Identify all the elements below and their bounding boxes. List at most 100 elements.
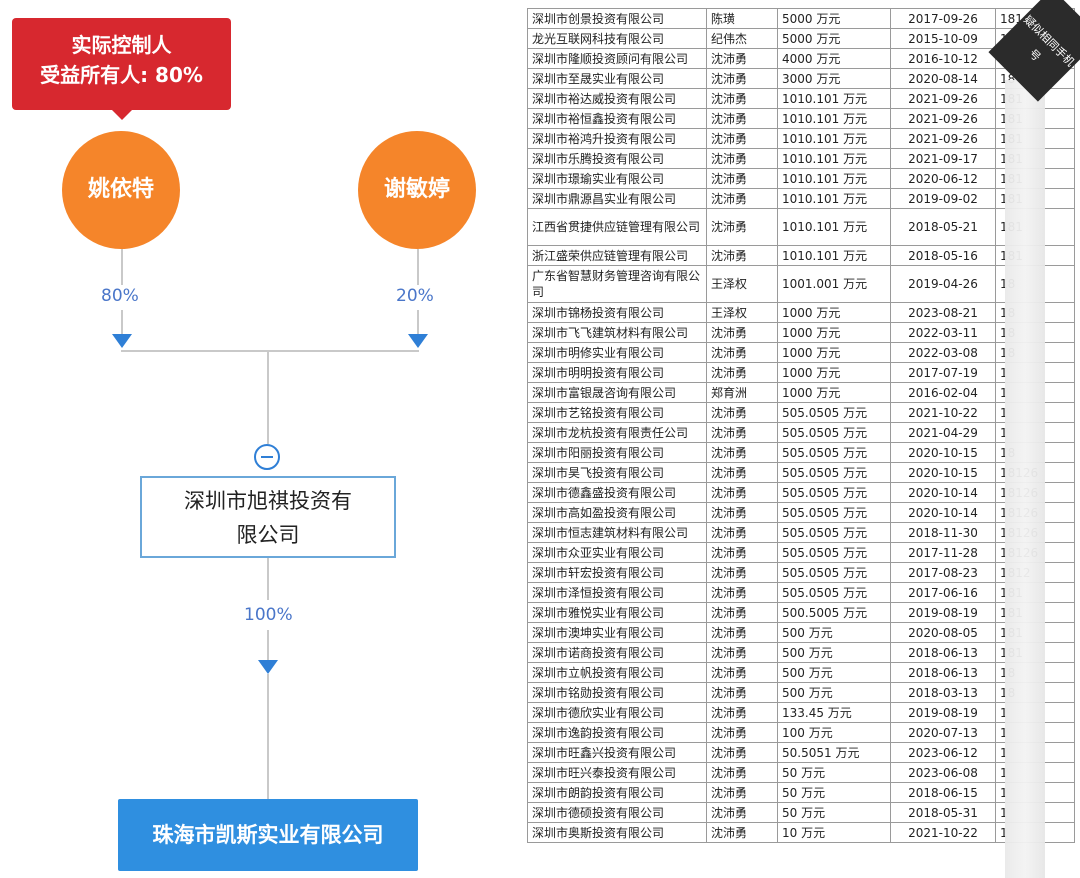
legal-rep-cell: 沈沛勇 [706,245,778,266]
company-name-cell: 龙光互联网科技有限公司 [527,28,707,49]
shareholder-node-1[interactable]: 姚依特 [62,131,180,249]
company-name-cell: 深圳市至晟实业有限公司 [527,68,707,89]
date-cell: 2020-08-05 [890,622,996,643]
controller-tag-title: 实际控制人 [71,33,172,57]
legal-rep-cell: 沈沛勇 [706,502,778,523]
date-cell: 2018-06-15 [890,782,996,803]
capital-cell: 1010.101 万元 [777,168,891,189]
legal-rep-cell: 沈沛勇 [706,762,778,783]
legal-rep-cell: 沈沛勇 [706,582,778,603]
date-cell: 2021-04-29 [890,422,996,443]
company-name-cell: 广东省智慧财务管理咨询有限公司 [527,265,707,303]
capital-cell: 50.5051 万元 [777,742,891,763]
legal-rep-cell: 沈沛勇 [706,68,778,89]
capital-cell: 4000 万元 [777,48,891,69]
company-name-cell: 深圳市立帆投资有限公司 [527,662,707,683]
company-name-cell: 深圳市众亚实业有限公司 [527,542,707,563]
company-name-cell: 深圳市乐腾投资有限公司 [527,148,707,169]
date-cell: 2018-05-31 [890,802,996,823]
date-cell: 2019-08-19 [890,702,996,723]
capital-cell: 505.0505 万元 [777,562,891,583]
legal-rep-cell: 沈沛勇 [706,722,778,743]
legal-rep-cell: 沈沛勇 [706,662,778,683]
capital-cell: 1010.101 万元 [777,188,891,209]
shareholder-node-2[interactable]: 谢敏婷 [358,131,476,249]
legal-rep-cell: 沈沛勇 [706,402,778,423]
connector-line [417,310,419,334]
company-name-cell: 深圳市德鑫盛投资有限公司 [527,482,707,503]
legal-rep-cell: 沈沛勇 [706,168,778,189]
company-name-cell: 深圳市铭勋投资有限公司 [527,682,707,703]
legal-rep-cell: 王泽权 [706,265,778,303]
legal-rep-cell: 沈沛勇 [706,782,778,803]
legal-rep-cell: 沈沛勇 [706,622,778,643]
date-cell: 2019-04-26 [890,265,996,303]
company-name-cell: 深圳市明修实业有限公司 [527,342,707,363]
company-name-cell: 深圳市飞飞建筑材料有限公司 [527,322,707,343]
capital-cell: 1000 万元 [777,302,891,323]
legal-rep-cell: 沈沛勇 [706,822,778,843]
controller-tag: 实际控制人 受益所有人: 80% [12,18,231,110]
company-name-cell: 深圳市雅悦实业有限公司 [527,602,707,623]
company-name-cell: 深圳市诺商投资有限公司 [527,642,707,663]
company-name-cell: 深圳市旺兴泰投资有限公司 [527,762,707,783]
date-cell: 2020-08-14 [890,68,996,89]
holding-company-name-line1: 深圳市旭祺投资有 [184,489,352,513]
capital-cell: 1000 万元 [777,362,891,383]
legal-rep-cell: 沈沛勇 [706,482,778,503]
legal-rep-cell: 沈沛勇 [706,442,778,463]
capital-cell: 10 万元 [777,822,891,843]
legal-rep-cell: 沈沛勇 [706,522,778,543]
capital-cell: 505.0505 万元 [777,462,891,483]
company-name-cell: 深圳市高如盈投资有限公司 [527,502,707,523]
share-percent-1: 80% [101,286,139,306]
date-cell: 2021-10-22 [890,402,996,423]
controller-tag-share: 受益所有人: 80% [40,63,203,87]
date-cell: 2016-02-04 [890,382,996,403]
company-name-cell: 深圳市德欣实业有限公司 [527,702,707,723]
share-percent-2: 20% [396,286,434,306]
date-cell: 2020-10-15 [890,442,996,463]
redacted-phone-column [1005,80,1045,878]
legal-rep-cell: 沈沛勇 [706,322,778,343]
connector-line [121,249,123,285]
date-cell: 2020-07-13 [890,722,996,743]
legal-rep-cell: 陈璜 [706,8,778,29]
company-name-cell: 深圳市旺鑫兴投资有限公司 [527,742,707,763]
capital-cell: 505.0505 万元 [777,482,891,503]
company-name-cell: 深圳市锦杨投资有限公司 [527,302,707,323]
company-name-cell: 深圳市隆顺投资顾问有限公司 [527,48,707,69]
controller-tag-pointer [112,110,132,120]
company-name-cell: 深圳市创景投资有限公司 [527,8,707,29]
capital-cell: 1000 万元 [777,382,891,403]
collapse-icon[interactable] [254,444,280,470]
legal-rep-cell: 沈沛勇 [706,108,778,129]
connector-line [267,350,269,444]
date-cell: 2020-10-15 [890,462,996,483]
capital-cell: 133.45 万元 [777,702,891,723]
company-name-cell: 深圳市朗韵投资有限公司 [527,782,707,803]
holding-company-node[interactable]: 深圳市旭祺投资有 限公司 [140,476,396,558]
company-name-cell: 深圳市裕达威投资有限公司 [527,88,707,109]
capital-cell: 1010.101 万元 [777,245,891,266]
legal-rep-cell: 沈沛勇 [706,562,778,583]
legal-rep-cell: 沈沛勇 [706,362,778,383]
date-cell: 2020-10-14 [890,482,996,503]
target-company-node[interactable]: 珠海市凯斯实业有限公司 [118,799,418,871]
